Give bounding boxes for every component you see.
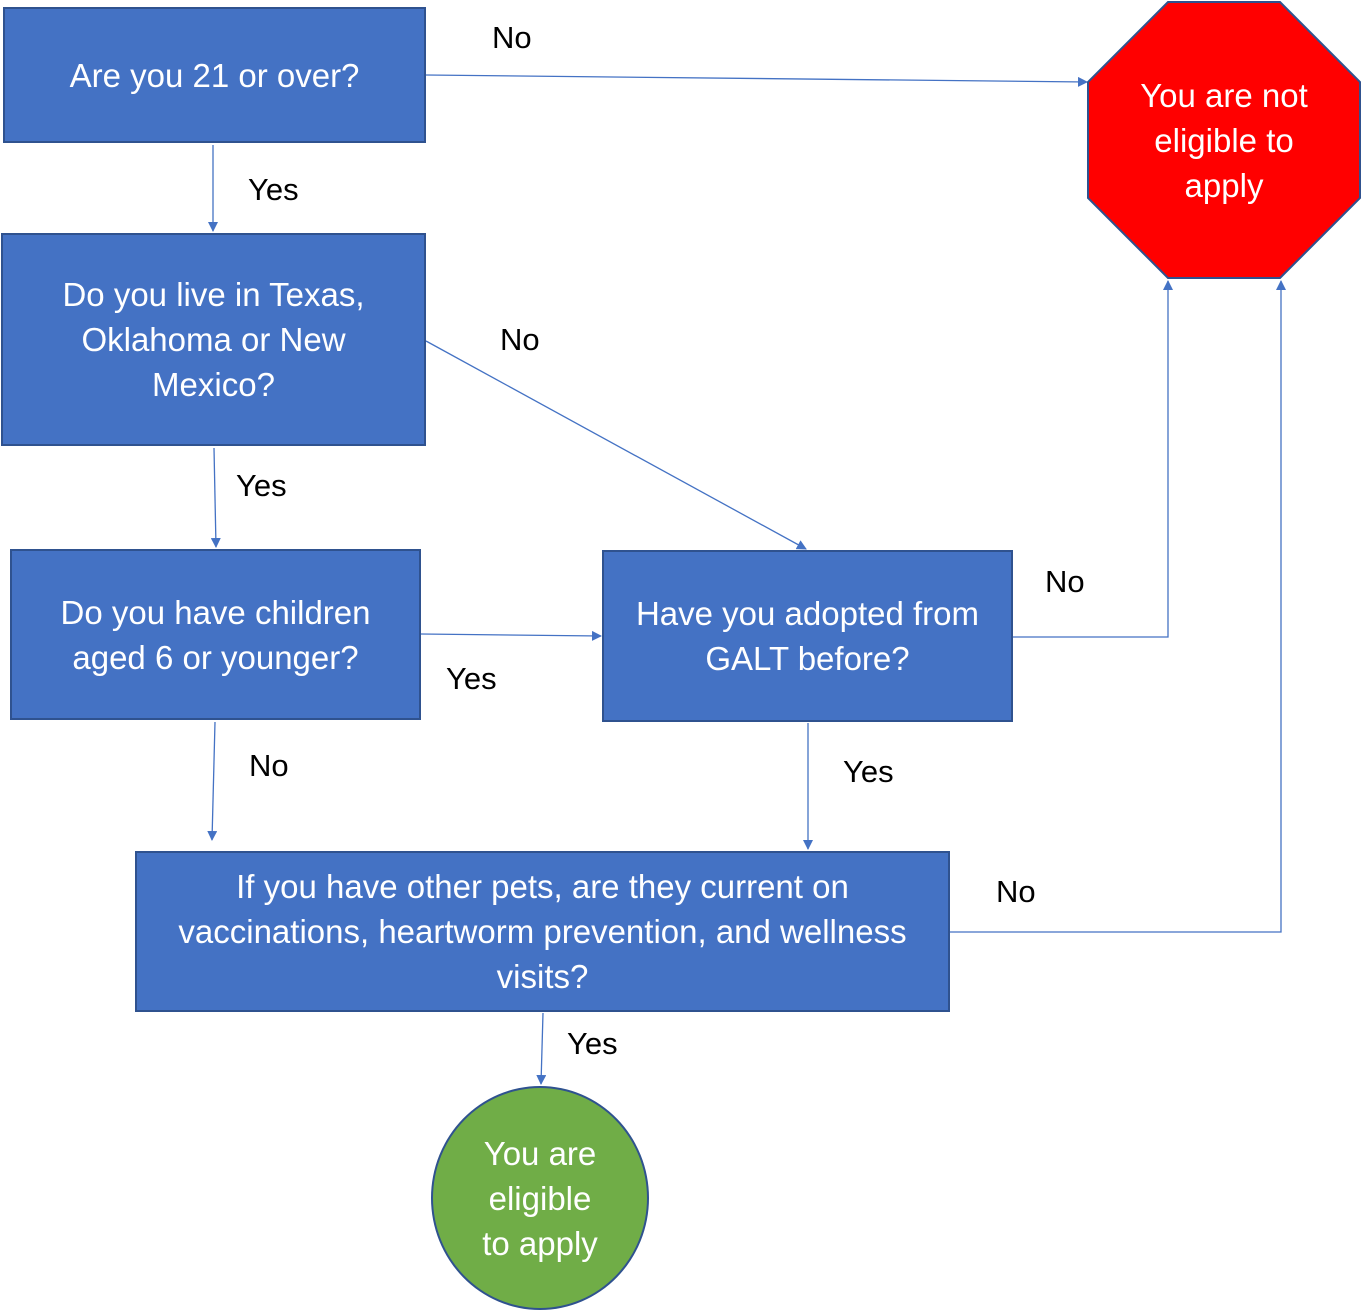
question-children-text: Do you have children aged 6 or younger? <box>60 593 371 676</box>
edge-label-q4-yes: Yes <box>843 754 894 789</box>
edge-label-q3-yes: Yes <box>446 661 497 696</box>
edge-label-q2-no: No <box>500 322 540 357</box>
question-other-pets-text: If you have other pets, are they current… <box>178 868 907 995</box>
not-eligible-text: You are not eligible to apply <box>1140 76 1308 204</box>
question-children: Do you have children aged 6 or younger? <box>10 549 421 720</box>
connector-q1-no <box>425 74 1088 87</box>
connector-q3-yes <box>420 630 602 641</box>
edge-label-q5-yes: Yes <box>567 1026 618 1061</box>
connector-q3-no <box>207 721 218 841</box>
question-previous-adoption-text: Have you adopted from GALT before? <box>635 595 980 677</box>
edge-label-q2-yes: Yes <box>236 468 287 503</box>
question-residence-text: Do you live in Texas, Oklahoma or New Me… <box>62 276 365 403</box>
edge-label-q3-no: No <box>249 748 289 783</box>
connector-q4-no <box>1013 280 1173 638</box>
stop-octagon-shape <box>1087 1 1361 279</box>
question-previous-adoption: Have you adopted from GALT before? <box>602 550 1013 722</box>
question-other-pets: If you have other pets, are they current… <box>135 851 950 1012</box>
connector-q5-yes <box>536 1012 547 1085</box>
connector-q2-yes <box>210 447 221 548</box>
not-eligible-octagon: You are not eligible to apply <box>1087 1 1361 279</box>
question-age-text: Are you 21 or over? <box>69 56 360 94</box>
question-residence: Do you live in Texas, Oklahoma or New Me… <box>1 233 426 446</box>
connector-q2-no <box>425 340 807 550</box>
edge-label-q1-no: No <box>492 20 532 55</box>
eligible-text: You are eligible to apply <box>482 1134 598 1262</box>
eligible-circle: You are eligible to apply <box>431 1086 649 1310</box>
edge-label-q1-yes: Yes <box>248 172 299 207</box>
question-age: Are you 21 or over? <box>3 7 426 143</box>
edge-label-q4-no: No <box>1045 564 1085 599</box>
edge-label-q5-no: No <box>996 874 1036 909</box>
connector-q5-no <box>950 280 1286 933</box>
